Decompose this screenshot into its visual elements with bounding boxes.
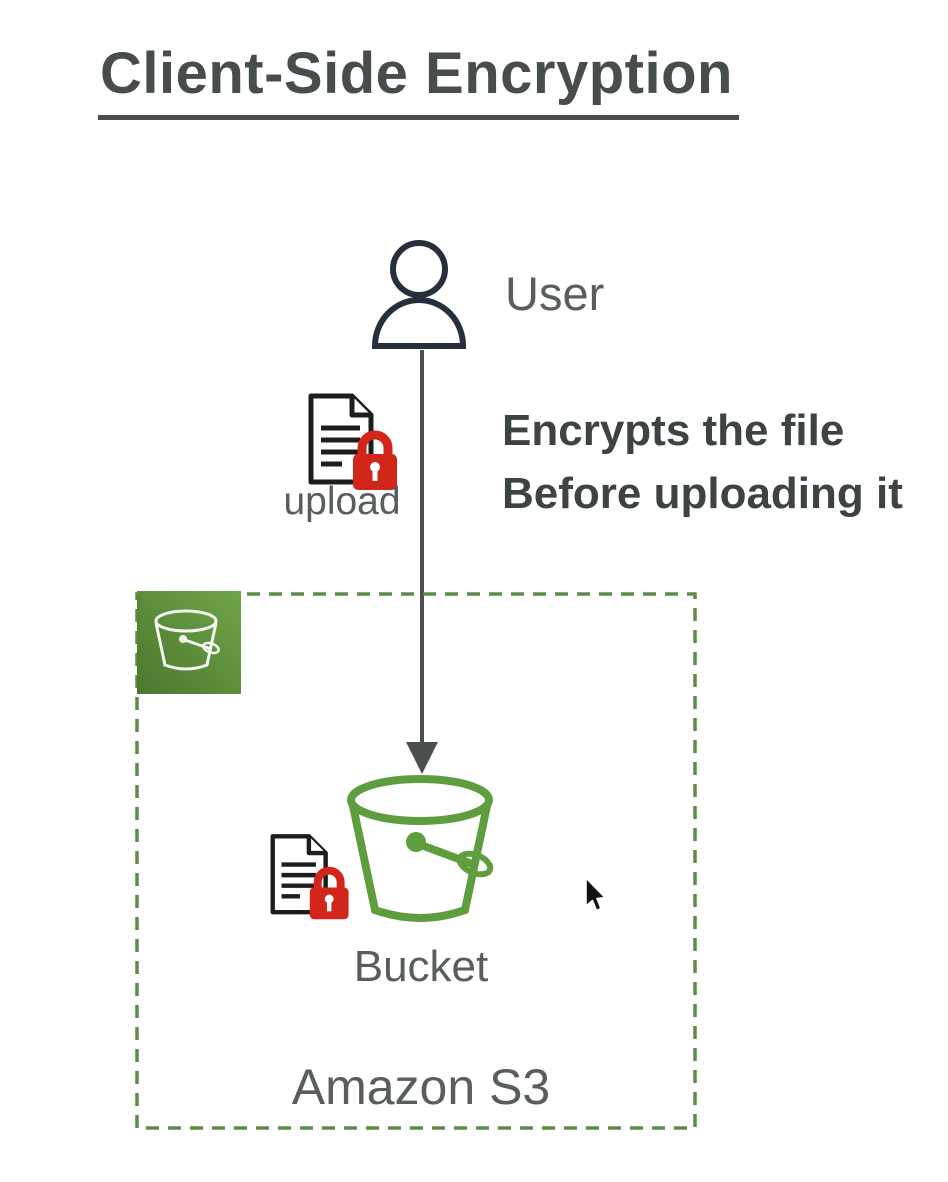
amazon-s3-label: Amazon S3 [291, 1059, 551, 1115]
encrypted-document-lock-icon [270, 834, 349, 920]
user-icon [371, 240, 467, 349]
user-label: User [505, 267, 605, 320]
page-title: Client-Side Encryption [98, 40, 739, 120]
encrypted-document-lock-icon [308, 393, 397, 490]
annotation-note: Encrypts the file Before uploading it [502, 400, 903, 526]
bucket-label: Bucket [353, 942, 489, 991]
arrow-down-icon [406, 350, 438, 774]
annotation-note-line1: Encrypts the file [502, 406, 845, 455]
amazon-s3-service-icon [137, 591, 241, 694]
annotation-note-line2: Before uploading it [502, 468, 903, 518]
s3-bucket-icon [347, 775, 494, 922]
amazon-s3-boundary-box [135, 592, 697, 1130]
upload-label: upload [283, 480, 401, 523]
mouse-cursor-icon [585, 877, 606, 912]
